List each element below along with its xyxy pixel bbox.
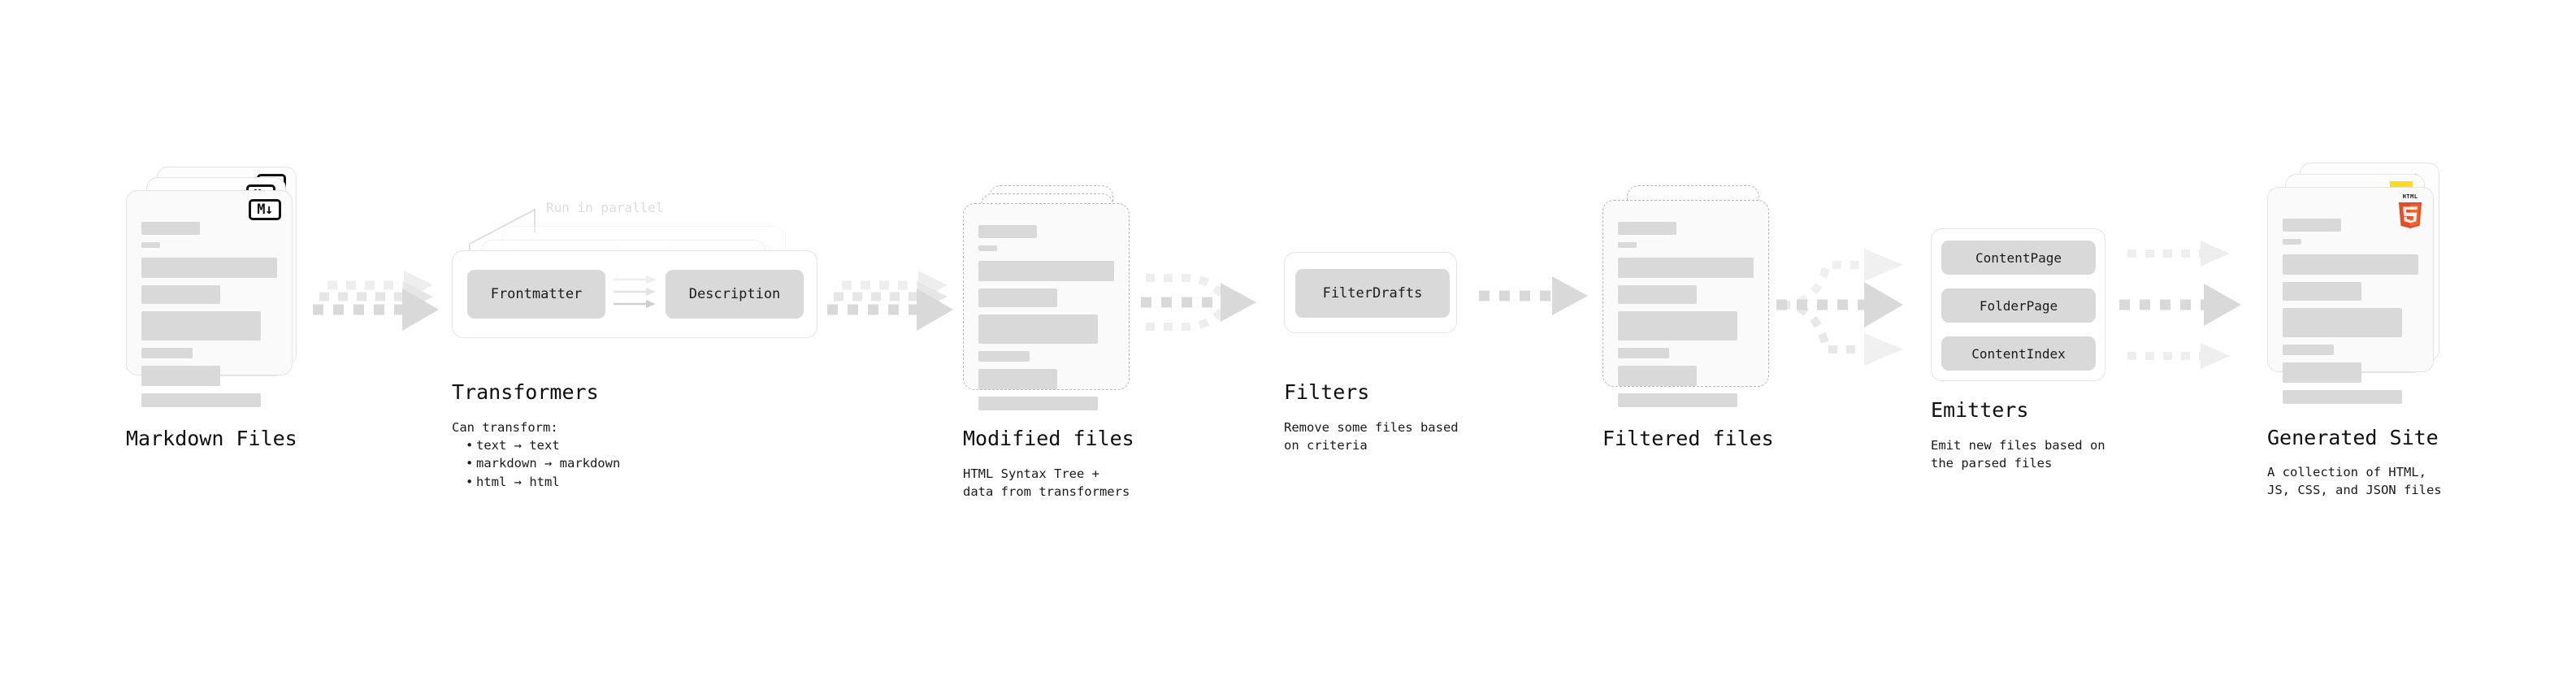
filtered-doc-layer-1 bbox=[1602, 200, 1769, 407]
site-doc-skeleton bbox=[2283, 219, 2418, 411]
skeleton-bar bbox=[978, 397, 1098, 410]
skeleton-bar bbox=[2283, 390, 2402, 404]
connector-filtered-to-emitters bbox=[1776, 249, 1903, 366]
modified-doc-skeleton bbox=[978, 225, 1114, 418]
filtered-doc-skeleton bbox=[1618, 222, 1754, 414]
filtered-files-title: Filtered files bbox=[1602, 427, 1774, 450]
skeleton-bar bbox=[2283, 308, 2402, 337]
emitters-subtitle: Emit new files based on the parsed files bbox=[1931, 438, 2105, 471]
skeleton-bar bbox=[1618, 285, 1697, 304]
markdown-icon: M↓ bbox=[249, 199, 281, 220]
skeleton-bar bbox=[2283, 219, 2341, 232]
skeleton-bar bbox=[141, 222, 200, 235]
connector-filters-to-filtered bbox=[1479, 276, 1588, 315]
modified-files-title: Modified files bbox=[963, 427, 1134, 450]
skeleton-bar bbox=[978, 288, 1057, 307]
transformers-subtitle: Can transform: bbox=[452, 420, 558, 435]
skeleton-bar bbox=[978, 369, 1057, 389]
connector-emitters-to-site bbox=[2119, 241, 2241, 369]
skeleton-bar bbox=[1618, 311, 1737, 340]
skeleton-bar bbox=[978, 225, 1037, 238]
markdown-doc-layer-1: M↓ bbox=[126, 190, 293, 407]
skeleton-bar bbox=[1618, 366, 1697, 386]
skeleton-bar bbox=[141, 311, 261, 340]
transformers-bullets: text → text markdown → markdown html → h… bbox=[463, 436, 620, 491]
skeleton-bar bbox=[1618, 348, 1670, 358]
skeleton-bar bbox=[978, 245, 998, 251]
skeleton-bar bbox=[2283, 345, 2335, 355]
filters-title: Filters bbox=[1284, 380, 1370, 404]
transformers-bullet-item: markdown → markdown bbox=[476, 454, 620, 472]
filtered-files-icon bbox=[1602, 185, 1789, 421]
skeleton-bar bbox=[978, 261, 1114, 281]
skeleton-bar bbox=[1618, 222, 1676, 235]
emitters-title: Emitters bbox=[1931, 398, 2029, 422]
modified-files-icon bbox=[963, 185, 1150, 421]
skeleton-bar bbox=[2283, 239, 2302, 245]
html5-icon: HTML bbox=[2397, 194, 2423, 230]
skeleton-bar bbox=[141, 393, 261, 407]
run-in-parallel-label: Run in parallel bbox=[546, 200, 664, 215]
transformers-bullet-item: text → text bbox=[476, 436, 620, 454]
connector-md-to-transformers bbox=[313, 271, 439, 331]
transformers-bullet-item: html → html bbox=[476, 473, 620, 491]
filters-subtitle: Remove some files based on criteria bbox=[1284, 420, 1459, 453]
emitter-pill-contentindex[interactable]: ContentIndex bbox=[1941, 336, 2096, 371]
transformer-inner-arrows bbox=[614, 275, 656, 308]
markdown-doc-skeleton bbox=[141, 222, 277, 414]
skeleton-bar bbox=[141, 242, 161, 248]
filter-pill-filterdrafts[interactable]: FilterDrafts bbox=[1295, 269, 1450, 318]
emitter-pill-folderpage[interactable]: FolderPage bbox=[1941, 288, 2096, 323]
markdown-files-icon: M↓ M↓ M↓ bbox=[126, 167, 313, 410]
generated-site-subtitle: A collection of HTML, JS, CSS, and JSON … bbox=[2267, 465, 2442, 498]
skeleton-bar bbox=[1618, 393, 1737, 407]
skeleton-bar bbox=[141, 348, 193, 358]
skeleton-bar bbox=[141, 366, 220, 386]
skeleton-bar bbox=[2283, 362, 2361, 383]
modified-doc-layer-1 bbox=[963, 203, 1130, 410]
skeleton-bar bbox=[1618, 242, 1637, 248]
modified-files-subtitle: HTML Syntax Tree + data from transformer… bbox=[963, 466, 1130, 500]
transformers-group: Frontmatter Description bbox=[452, 250, 817, 338]
transformer-pill-description[interactable]: Description bbox=[666, 270, 804, 319]
skeleton-bar bbox=[141, 258, 277, 278]
connector-transformers-to-modified bbox=[827, 271, 953, 331]
generated-site-icon: CSS JS HTML bbox=[2267, 163, 2462, 406]
site-doc-layer-1: HTML bbox=[2267, 187, 2434, 404]
connector-modified-to-filters bbox=[1141, 274, 1256, 331]
filters-group: FilterDrafts bbox=[1284, 252, 1457, 333]
skeleton-bar bbox=[2283, 282, 2361, 301]
html5-shield-icon bbox=[2398, 202, 2422, 228]
emitters-group: ContentPage FolderPage ContentIndex bbox=[1931, 228, 2105, 381]
generated-site-title: Generated Site bbox=[2267, 426, 2439, 449]
emitter-pill-contentpage[interactable]: ContentPage bbox=[1941, 241, 2096, 275]
transformer-pill-frontmatter[interactable]: Frontmatter bbox=[467, 270, 605, 319]
transformers-title: Transformers bbox=[452, 380, 599, 404]
skeleton-bar bbox=[141, 285, 220, 304]
skeleton-bar bbox=[978, 351, 1030, 362]
skeleton-bar bbox=[2283, 254, 2418, 275]
skeleton-bar bbox=[1618, 258, 1754, 278]
markdown-files-title: Markdown Files bbox=[126, 427, 297, 450]
skeleton-bar bbox=[978, 314, 1098, 344]
